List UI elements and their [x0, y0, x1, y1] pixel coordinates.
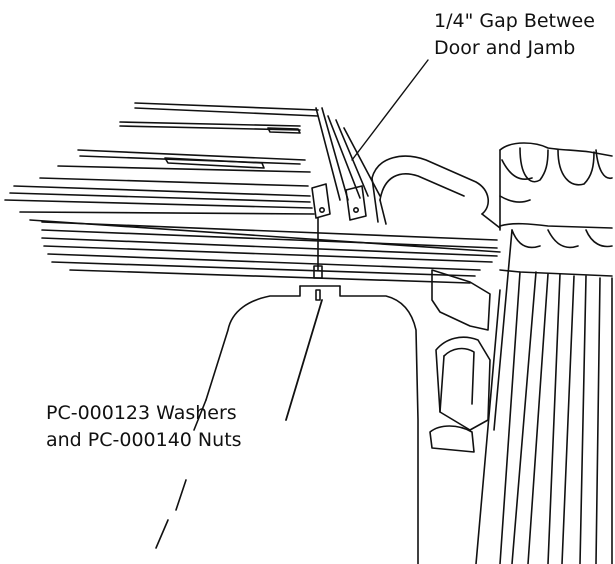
latch-plate-upper	[435, 336, 491, 431]
jamb-side-block	[431, 269, 491, 331]
door-opening-outline	[155, 285, 419, 564]
fastener-bolt	[313, 217, 323, 301]
hardware-callout-line1: PC-000123 Washers	[46, 402, 237, 424]
hardware-leader-line	[285, 299, 323, 421]
jamb-post	[475, 142, 613, 564]
gap-leader-line	[351, 59, 429, 161]
jamb-beam	[41, 221, 498, 284]
door-slot-strips	[164, 127, 301, 169]
gap-callout-line1: 1/4" Gap Betwee	[434, 10, 595, 32]
bracket-right	[345, 185, 367, 221]
frame-seam	[315, 107, 381, 201]
hardware-callout: PC-000123 Washers and PC-000140 Nuts	[46, 400, 242, 454]
gap-callout-line2: Door and Jamb	[434, 37, 576, 59]
gap-callout: 1/4" Gap Betwee Door and Jamb	[434, 8, 595, 62]
latch-plate-lower	[429, 425, 475, 453]
latch-handle	[371, 155, 501, 229]
bracket-left	[311, 183, 331, 219]
hardware-callout-line2: and PC-000140 Nuts	[46, 429, 242, 451]
